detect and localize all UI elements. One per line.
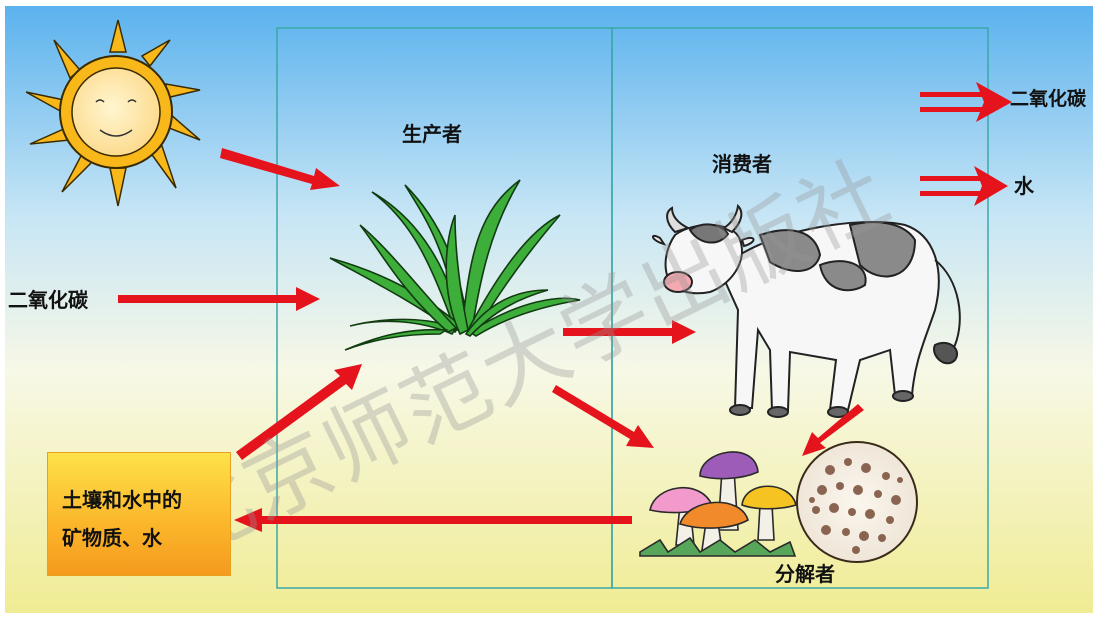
grass-plant-icon — [329, 179, 581, 351]
consumer-panel — [611, 27, 989, 589]
cow-icon — [652, 203, 961, 418]
mushroom-cluster-icon — [639, 451, 797, 557]
arrow-sun-to-producer — [220, 148, 340, 190]
co2-input-label: 二氧化碳 — [8, 288, 88, 312]
arrow-producer-to-decomposer — [552, 385, 654, 448]
soil-minerals-text: 土壤和水中的 矿物质、水 — [62, 481, 182, 557]
soil-line-2: 矿物质、水 — [62, 526, 162, 550]
arrows — [118, 82, 1012, 532]
arrow-soil-to-producer — [236, 364, 362, 460]
arrow-decomposer-to-soil — [234, 508, 632, 532]
producer-label: 生产者 — [402, 122, 462, 146]
soil-line-1: 土壤和水中的 — [62, 488, 182, 512]
water-output-label: 水 — [1014, 174, 1034, 198]
arrow-consumer-to-decomposer — [802, 404, 864, 456]
soil-minerals-box: 土壤和水中的 矿物质、水 — [47, 452, 231, 576]
arrow-co2-to-producer — [118, 287, 320, 311]
arrow-producer-to-consumer — [563, 320, 696, 344]
arrow-water-out — [920, 166, 1008, 206]
co2-output-label: 二氧化碳 — [1010, 88, 1087, 110]
decomposer-label: 分解者 — [775, 562, 835, 586]
sun-icon — [25, 19, 201, 207]
microbe-magnified-icon — [796, 441, 918, 563]
consumer-label: 消费者 — [712, 152, 772, 176]
arrow-co2-out — [920, 82, 1012, 122]
